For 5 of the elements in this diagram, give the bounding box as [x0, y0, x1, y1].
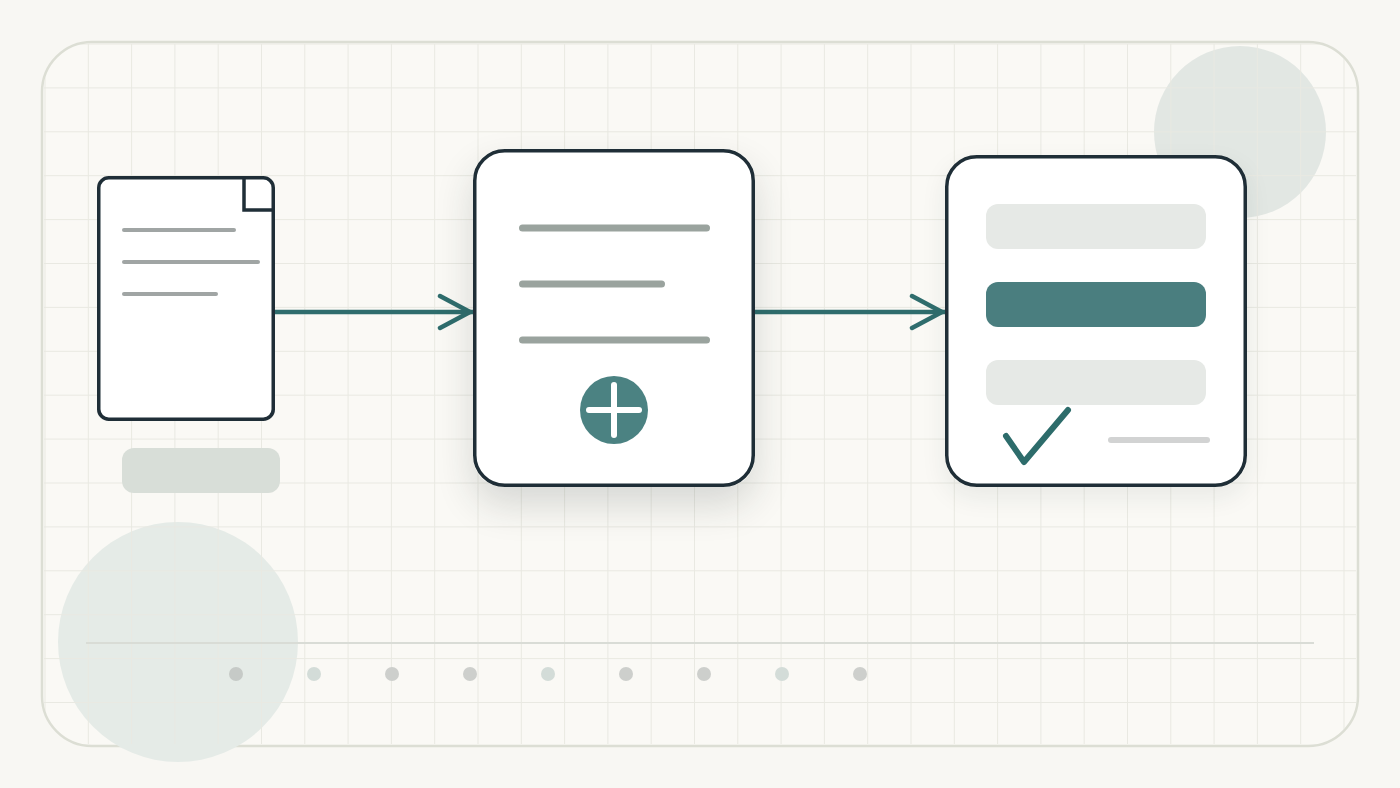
- arrow: [755, 293, 945, 331]
- document-drawing: [97, 176, 275, 421]
- card: [473, 149, 755, 487]
- arrow: [275, 293, 473, 331]
- card: [945, 155, 1247, 487]
